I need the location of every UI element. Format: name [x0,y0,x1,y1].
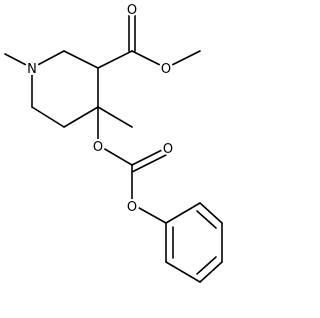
bond-ph-4-5 [199,261,223,283]
bond-ph-2-3 [199,202,223,224]
atom-label-o: O [127,3,137,18]
atom-label-o: O [93,140,103,155]
bond-ph-4-5-double [196,256,217,275]
atom-ester-methoxy-oxygen: O [159,61,173,77]
bond-c4-methyl [97,106,133,128]
bond-carbonate-carbonyl-b [131,154,167,173]
bond-ph-5-6 [165,261,201,283]
atom-ring-nitrogen: N [25,61,39,77]
atom-ester-carbonyl-oxygen: O [125,2,139,18]
bond-c2-c3 [63,50,99,69]
atom-label-n: N [27,62,37,77]
bond-carbonate-carbonyl-a [131,147,167,166]
atom-carbonate-phenoxy-oxygen: O [125,199,139,215]
bond-c4-c5 [63,106,99,128]
bond-ph-1-2 [165,202,201,224]
atom-carbonate-link-oxygen: O [91,139,105,155]
atom-label-o: O [163,142,173,157]
atom-label-o: O [161,62,171,77]
bond-c3-ester-carbon [97,50,133,69]
bond-c5-c6 [31,106,65,128]
atom-label-o: O [127,200,137,215]
chemical-structure-diagram: N O O O O O [4,2,223,283]
atom-carbonate-carbonyl-oxygen: O [161,141,175,157]
bond-ph-2-3-double [196,210,217,229]
